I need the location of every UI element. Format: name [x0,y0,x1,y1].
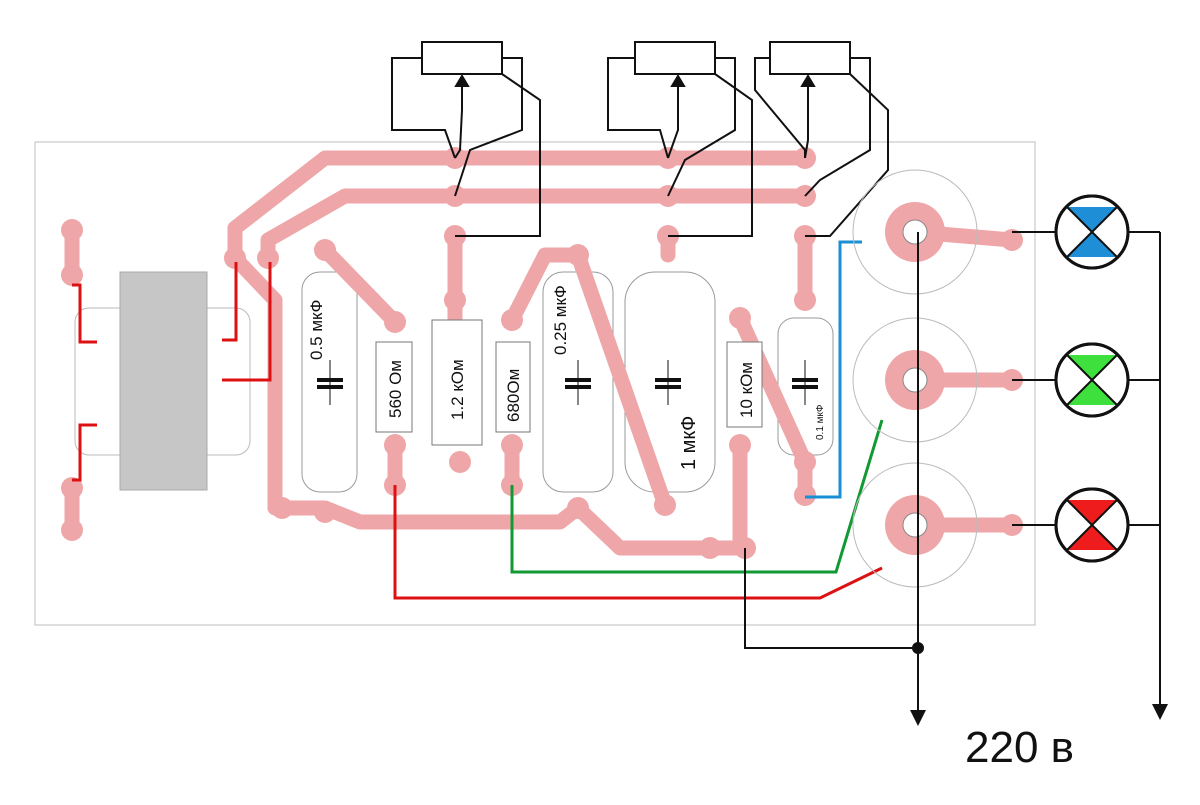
capacitor-symbols [317,360,818,405]
potentiometers [391,41,889,237]
supply-wiring [744,231,1168,726]
transformer-wires [72,262,272,482]
label-r1: 560 Ом [386,360,405,418]
triac-pads [852,169,978,588]
resistor-r4 [726,341,763,428]
label-c1: 0.5 мкФ [307,300,326,360]
lamp-red [1054,487,1130,563]
resistor-r3 [495,341,531,433]
label-c2: 0.25 мкФ [551,285,570,355]
green-wire [510,419,884,574]
label-r3: 680Ом [504,369,523,422]
label-r4: 10 кОм [737,362,756,418]
supply-voltage-label: 220 в [965,723,1074,772]
lamp-blue [1054,194,1130,270]
resistor-r2 [431,319,483,446]
transformer [74,271,251,491]
red-wire [393,485,883,600]
lamp-green [1054,342,1130,418]
label-r2: 1.2 кОм [448,359,467,420]
resistor-r1 [375,341,413,433]
blue-wire [805,240,862,499]
label-c4: 0.1 мкФ [815,404,826,440]
label-c3: 1 мкФ [678,416,700,470]
